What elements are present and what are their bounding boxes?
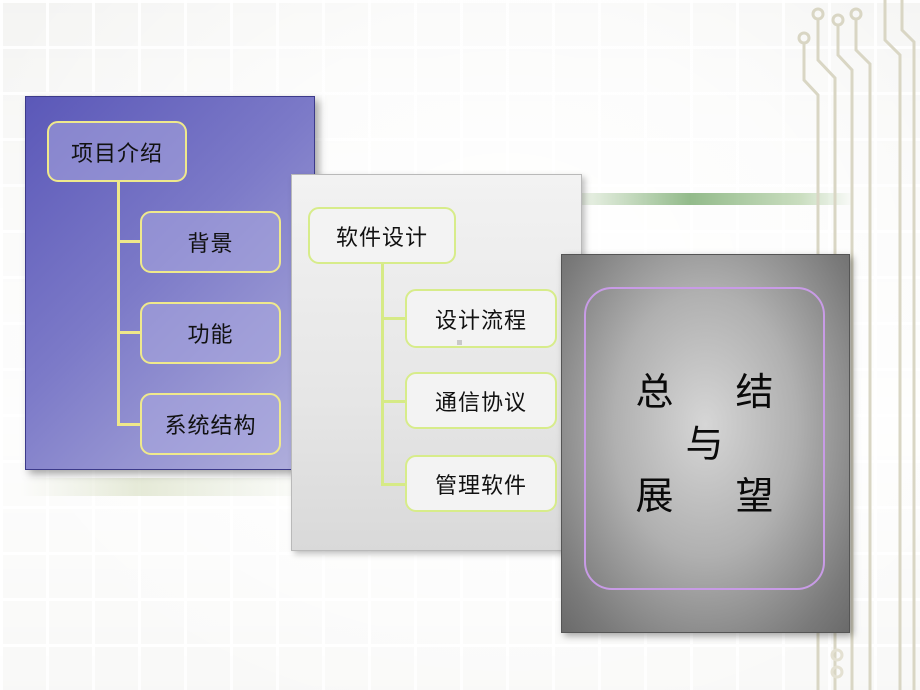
- circuit-decoration-icon: [797, 0, 916, 690]
- panel-summary-outlook[interactable]: 总结 与 展望: [561, 254, 850, 633]
- summary-line-3: 展望: [586, 477, 823, 515]
- tree-branch: [117, 423, 141, 426]
- tree-branch: [381, 400, 405, 403]
- node-function[interactable]: 功能: [140, 302, 281, 364]
- tree-connector: [117, 181, 120, 426]
- summary-char: 与: [685, 422, 724, 466]
- node-communication-protocol[interactable]: 通信协议: [405, 372, 557, 429]
- summary-char: 总: [635, 370, 674, 414]
- decorative-band: [580, 193, 855, 205]
- summary-line-2: 与: [586, 425, 823, 463]
- node-software-design[interactable]: 软件设计: [308, 207, 456, 264]
- marker-dot: [457, 340, 462, 345]
- tree-branch: [381, 317, 405, 320]
- summary-char: 结: [735, 370, 774, 414]
- decorative-band-lower: [20, 478, 320, 496]
- panel-project-intro: 项目介绍 背景 功能 系统结构: [25, 96, 315, 470]
- node-design-flow[interactable]: 设计流程: [405, 289, 557, 348]
- tree-connector: [381, 262, 384, 484]
- node-project-intro[interactable]: 项目介绍: [47, 121, 187, 182]
- tree-branch: [381, 483, 405, 486]
- panel-software-design: 软件设计 设计流程 通信协议 管理软件: [291, 174, 582, 551]
- node-system-structure[interactable]: 系统结构: [140, 393, 281, 455]
- node-management-software[interactable]: 管理软件: [405, 455, 557, 512]
- tree-branch: [117, 331, 141, 334]
- node-background[interactable]: 背景: [140, 211, 281, 273]
- summary-line-1: 总结: [586, 373, 823, 411]
- summary-frame: 总结 与 展望: [584, 287, 825, 590]
- tree-branch: [117, 240, 141, 243]
- summary-char: 望: [735, 474, 774, 518]
- summary-char: 展: [635, 474, 674, 518]
